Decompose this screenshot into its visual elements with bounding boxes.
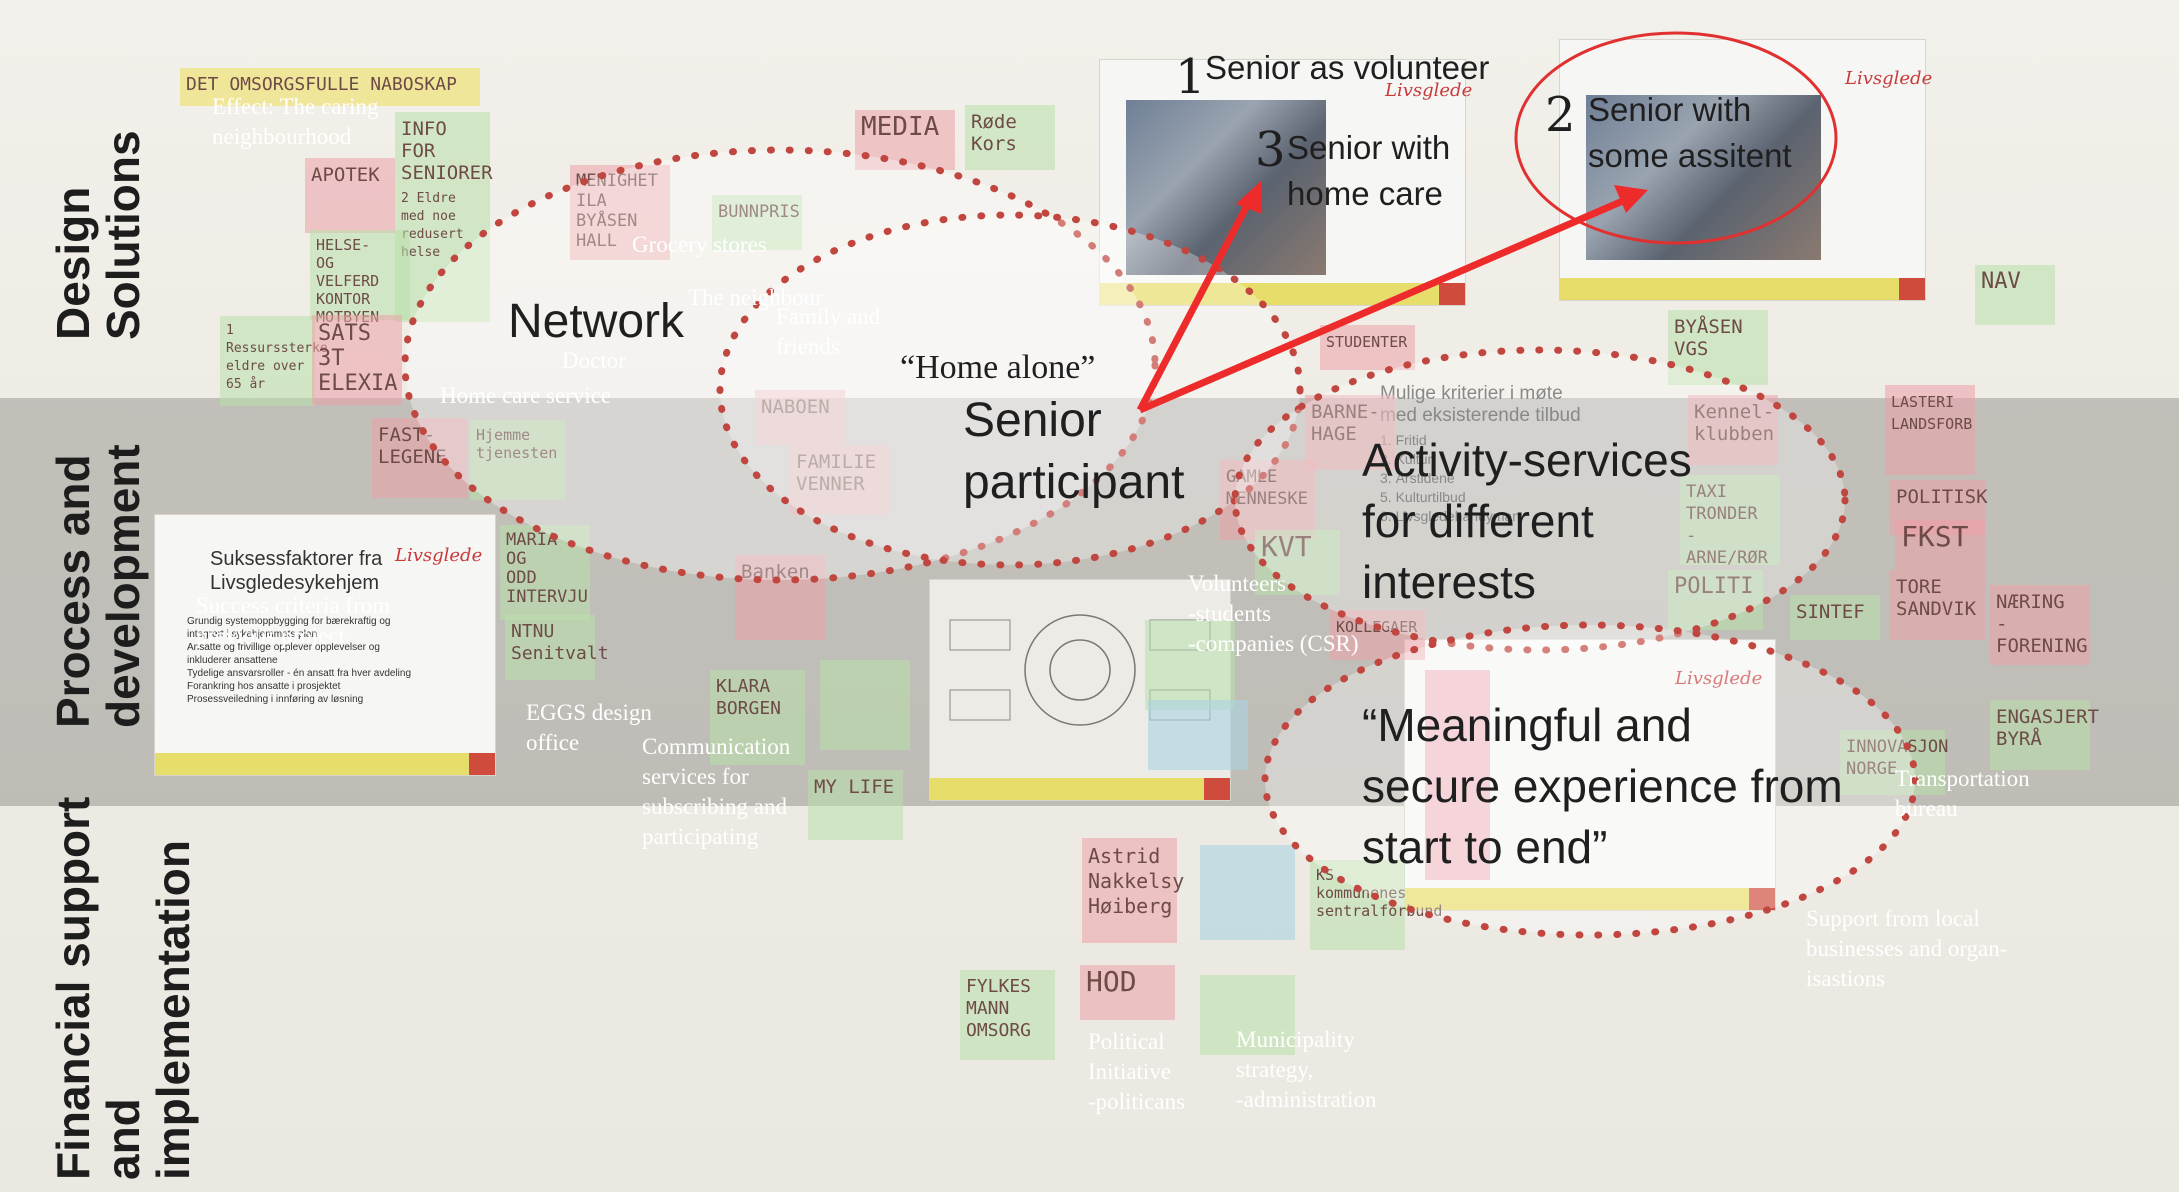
note-kvt: KVT: [1255, 530, 1340, 595]
note-taxi: TAXITRONDER- ARNE/RØR: [1680, 475, 1780, 568]
poster-stripe: [1425, 670, 1490, 880]
poster-scenario-2: Livsglede: [1560, 40, 1932, 300]
note-blank-blue: [1200, 845, 1295, 940]
note-blank-green-3: [820, 660, 910, 750]
poster-color-bar: [155, 753, 495, 775]
note-apotek: APOTEK: [305, 158, 395, 233]
scenario-2-number: 2: [1545, 87, 1576, 143]
note-helse: HELSE-OG VELFERDKONTORMOTBYEN: [310, 230, 410, 326]
poster-color-bar: [1560, 278, 1925, 300]
photo-assistant: [1586, 95, 1821, 260]
note-blank-green-2: [1145, 620, 1235, 710]
note-nav: NAV: [1975, 265, 2055, 325]
poster-color-bar: [1405, 888, 1775, 910]
note-naering: NÆRING-FORENING: [1990, 585, 2090, 665]
livsglede-logo: Livsglede: [1675, 668, 1762, 689]
note-hjemmetjenesten: Hjemmetjenesten: [470, 420, 565, 500]
arrowhead-scenario-3: [1236, 180, 1262, 214]
label-doctor: Doctor: [562, 348, 626, 373]
activity-ellipse: [1231, 346, 1849, 654]
livsglede-logo: Livsglede: [1385, 80, 1473, 101]
note-kennel: Kennel-klubben: [1688, 395, 1778, 465]
network-ellipse: [401, 146, 1159, 584]
note-rodekors: Røde Kors: [965, 105, 1055, 170]
livsglede-logo: Livsglede: [395, 545, 483, 566]
note-innovasjon: INNOVASJONNORGE: [1840, 730, 1948, 795]
poster-scenario-1: Livsglede: [1100, 60, 1472, 305]
note-banken: Banken: [735, 555, 825, 640]
scenario-1-number: 1: [1175, 49, 1206, 105]
scenario-1-label: Senior as volunteer: [1205, 49, 1490, 86]
note-meninghet: MENIGHETILABYÅSENHALL: [570, 165, 670, 260]
poster-experience: Livsglede: [1405, 640, 1775, 910]
arrow-to-scenario-2: [1138, 196, 1627, 414]
note-bunnpris: BUNNPRIS: [712, 195, 802, 250]
heading-home-alone: “Home alone”: [900, 349, 1096, 386]
label-volunteers: Volunteers-students-companies (CSR): [1188, 571, 1359, 656]
livsglede-logo: Livsglede: [1845, 68, 1933, 89]
note-banner: DET OMSORGSFULLE NABOSKAP: [180, 68, 480, 106]
poster-color-bar: [930, 778, 1230, 800]
heading-network: Network: [508, 295, 685, 348]
arrow-to-scenario-3: [1136, 198, 1254, 412]
poster-color-bar: [1100, 283, 1465, 305]
poster-bullets: Grundig systemoppbygging for bærekraftig…: [187, 616, 412, 705]
note-mylife: MY LIFE: [808, 770, 903, 840]
note-hod: HOD: [1080, 965, 1175, 1020]
note-barnehage: BARNE-HAGE: [1305, 395, 1395, 470]
note-blank-blue-2: [1148, 700, 1248, 770]
poster-title: Suksessfaktorer fra Livsgledesykehjem: [210, 548, 383, 594]
note-sintef: SINTEF: [1790, 595, 1880, 640]
poster-success-factors: Suksessfaktorer fra Livsgledesykehjem Li…: [155, 515, 495, 775]
experience-ellipse: [1261, 621, 1919, 939]
note-naboen: NABOEN: [755, 390, 845, 445]
label-grocery: Grocery stores: [632, 232, 767, 257]
process-wheel-icon: [949, 614, 1211, 726]
note-studenter: STUDENTER: [1320, 325, 1415, 370]
label-neighbour: The neighbour: [688, 285, 823, 310]
note-blank-green: [1200, 975, 1295, 1055]
label-homecare: Home care service: [440, 383, 612, 408]
scenario-2-circle: [1514, 31, 1838, 245]
note-familie: FAMILIEVENNER: [790, 445, 890, 515]
scenario-3-number: 3: [1255, 122, 1286, 178]
home-alone-ellipse: [716, 211, 1304, 569]
note-fkst: FKST: [1895, 520, 1985, 570]
arrowhead-scenario-2: [1614, 185, 1648, 213]
